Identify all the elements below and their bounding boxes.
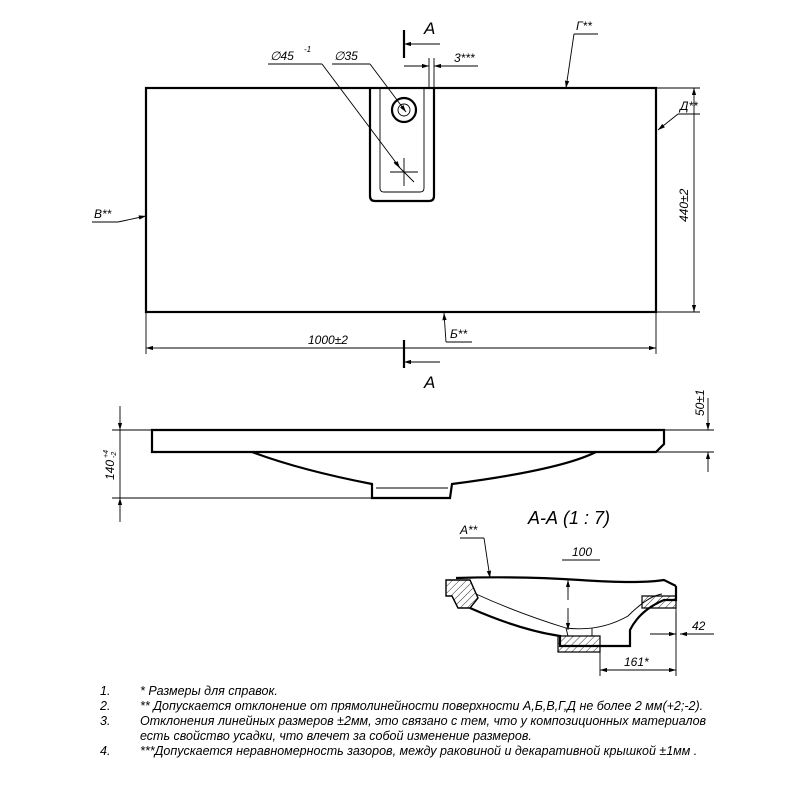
note-number: 3. (100, 714, 111, 728)
side-bowl (251, 450, 597, 500)
gap-label: 3*** (454, 51, 475, 65)
section-drain (557, 635, 601, 653)
basin-outline (144, 86, 658, 314)
side-top-rim (150, 428, 666, 454)
surface-v-callout: В** (92, 207, 147, 223)
plan-view: A A ∅45 -1 ∅35 3*** (92, 19, 700, 392)
height-tol-upper: +4 (103, 450, 110, 458)
section-bowl-surface (455, 576, 677, 587)
section-depth-label: 100 (572, 545, 592, 559)
diameter-large-callout: ∅45 -1 (268, 45, 401, 169)
technical-drawing: A A ∅45 -1 ∅35 3*** (92, 19, 714, 676)
rim-dimension: 50±1 (656, 389, 714, 472)
note-number: 2. (100, 699, 111, 713)
rim-label: 50±1 (693, 389, 707, 416)
depth-label: 440±2 (677, 188, 691, 222)
width-dimension: 1000±2 (145, 312, 657, 354)
section-title: А-А (1 : 7) (527, 508, 610, 528)
note-text: Отклонения линейных размеров ±2мм, это с… (140, 714, 707, 743)
side-view: 140 +4 -2 50±1 (103, 389, 714, 522)
note-text: ** Допускается отклонение от прямолинейн… (140, 699, 704, 713)
surface-v-label: В** (94, 207, 112, 221)
surface-d-label: Д** (678, 99, 698, 113)
gap-dimension: 3*** (404, 51, 478, 88)
diameter-small-callout: ∅35 (332, 49, 407, 113)
section-mark-top: A (402, 19, 440, 58)
note-item: 1. * Размеры для справок. (100, 684, 710, 699)
width-label: 1000±2 (308, 333, 348, 347)
surface-g-label: Г** (576, 19, 592, 33)
note-item: 3. Отклонения линейных размеров ±2мм, эт… (100, 714, 710, 744)
surface-a-callout: А** (459, 523, 492, 579)
surface-g-callout: Г** (564, 19, 598, 89)
tap-hole-inner (397, 103, 411, 117)
depth-dimension: 440±2 (656, 87, 700, 313)
tap-hole-outer (390, 96, 418, 124)
diameter-large-label: ∅45 (270, 49, 294, 63)
section-right-rim (641, 595, 677, 609)
note-text: ***Допускается неравномерность зазоров, … (140, 744, 698, 758)
section-offset-label: 42 (692, 619, 706, 633)
note-item: 2. ** Допускается отклонение от прямолин… (100, 699, 710, 714)
height-label: 140 (103, 460, 117, 480)
section-view: А-А (1 : 7) А** 100 42 (445, 508, 714, 676)
section-mark-bottom: A (402, 340, 440, 392)
notes-list: 1. * Размеры для справок. 2. ** Допускае… (100, 684, 710, 759)
section-offset-dimension: 42 (650, 608, 714, 640)
section-letter-bottom: A (423, 373, 435, 392)
note-number: 4. (100, 744, 111, 758)
height-dimension: 140 +4 -2 (103, 406, 372, 522)
surface-d-callout: Д** (657, 99, 700, 131)
section-depth-dimension: 100 (562, 545, 600, 630)
section-left-rim (445, 579, 479, 609)
drain-center-mark (390, 158, 418, 186)
section-letter-top: A (423, 19, 435, 38)
diameter-large-tolerance: -1 (304, 45, 311, 54)
surface-b-callout: Б** (442, 312, 472, 343)
note-item: 4. ***Допускается неравномерность зазоро… (100, 744, 710, 759)
surface-a-label: А** (459, 523, 478, 537)
faucet-niche (368, 88, 436, 203)
surface-b-label: Б** (450, 327, 467, 341)
note-number: 1. (100, 684, 111, 698)
diameter-small-label: ∅35 (334, 49, 358, 63)
height-tol-lower: -2 (111, 452, 118, 458)
faucet-niche-inner (379, 88, 425, 193)
section-length-dimension: 161* (599, 612, 677, 676)
note-text: * Размеры для справок. (140, 684, 278, 698)
section-length-label: 161* (624, 655, 649, 669)
